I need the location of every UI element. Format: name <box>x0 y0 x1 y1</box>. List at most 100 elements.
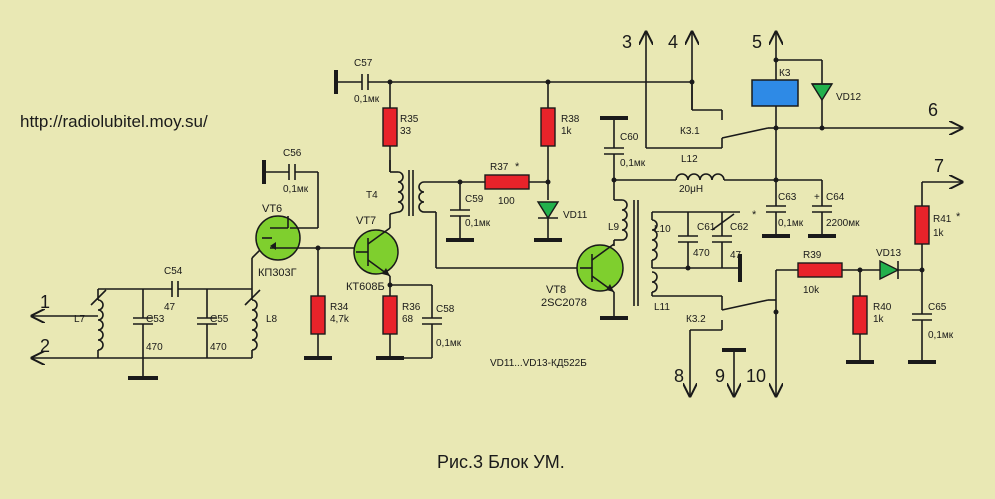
L10-label: L10 <box>654 224 671 235</box>
resistor-R41 <box>914 205 930 245</box>
transistor-VT6 <box>255 215 301 261</box>
terminal-10-label: 10 <box>746 366 766 386</box>
VT8-value: 2SC2078 <box>541 297 587 309</box>
C55-value: 470 <box>210 342 227 353</box>
C62-label: C62 <box>730 222 749 233</box>
terminal-8-label: 8 <box>674 366 684 386</box>
C63-asterisk: * <box>752 209 757 221</box>
inductor-L12 <box>675 173 725 181</box>
R37-asterisk: * <box>515 161 520 173</box>
capacitor-C55 <box>197 289 217 358</box>
VD11-label: VD11 <box>563 210 588 221</box>
C58-value: 0,1мк <box>436 338 462 349</box>
capacitor-C54 <box>171 281 179 297</box>
resistor-R39 <box>797 262 843 278</box>
R36-label: R36 <box>402 302 421 313</box>
transistor-VT8 <box>576 243 624 293</box>
C53-value: 470 <box>146 342 163 353</box>
T4-label: T4 <box>366 190 378 201</box>
resistor-R37 <box>484 174 530 190</box>
K3_2-label: К3.2 <box>686 314 706 325</box>
R35-label: R35 <box>400 114 419 125</box>
terminal-3-label: 3 <box>622 32 632 52</box>
VD13-label: VD13 <box>876 248 901 259</box>
capacitor-C53 <box>133 289 153 378</box>
inductor-L9 <box>621 199 639 306</box>
resistor-R36 <box>382 295 398 335</box>
C59-label: C59 <box>465 194 484 205</box>
figure-caption: Рис.3 Блок УМ. <box>437 452 565 472</box>
R39-value: 10k <box>803 285 820 296</box>
VT7-label: VT7 <box>356 215 376 227</box>
K3_1-label: К3.1 <box>680 126 700 137</box>
L12-label: L12 <box>681 154 698 165</box>
C54-label: C54 <box>164 266 183 277</box>
inductor-L10 <box>651 219 658 261</box>
C55-label: C55 <box>210 314 229 325</box>
resistor-R34 <box>310 295 326 335</box>
VT6-value: КП303Г <box>258 267 297 279</box>
L12-value: 20μH <box>679 184 703 195</box>
VT7-value: КТ608Б <box>346 281 385 293</box>
C54-value: 47 <box>164 302 176 313</box>
terminal-6-label: 6 <box>928 100 938 120</box>
C64-value: 2200мк <box>826 218 860 229</box>
relay-K3 <box>751 79 799 107</box>
diode-note: VD11...VD13-КД522Б <box>490 358 587 369</box>
C65-label: C65 <box>928 302 947 313</box>
resistor-R38 <box>540 107 556 147</box>
R34-label: R34 <box>330 302 349 313</box>
VT6-label: VT6 <box>262 203 282 215</box>
C61-value: 470 <box>693 248 710 259</box>
C57-value: 0,1мк <box>354 94 380 105</box>
L11-label: L11 <box>654 302 670 313</box>
R38-label: R38 <box>561 114 580 125</box>
terminal-5-label: 5 <box>752 32 762 52</box>
R37-label: R37 <box>490 162 509 173</box>
C57-label: C57 <box>354 58 373 69</box>
VD12-label: VD12 <box>836 92 861 103</box>
K3-label: К3 <box>779 68 791 79</box>
C59-value: 0,1мк <box>465 218 491 229</box>
C60-value: 0,1мк <box>620 158 646 169</box>
diode-VD13 <box>879 259 900 281</box>
terminal-1-label: 1 <box>40 292 50 312</box>
C65-value: 0,1мк <box>928 330 954 341</box>
inductor-L11 <box>651 271 658 293</box>
resistor-R35 <box>382 107 398 147</box>
diode-VD11 <box>536 201 560 220</box>
C63-value: 0,1мк <box>778 218 804 229</box>
C64-label: C64 <box>826 192 845 203</box>
terminal-7-label: 7 <box>934 156 944 176</box>
VT8-label: VT8 <box>546 284 566 296</box>
inductor-L7 <box>90 289 107 358</box>
C63-label: C63 <box>778 192 797 203</box>
L7-label: L7 <box>74 314 86 325</box>
L9-label: L9 <box>608 222 620 233</box>
R34-value: 4,7k <box>330 314 350 325</box>
C56-label: C56 <box>283 148 302 159</box>
C56-value: 0,1мк <box>283 184 309 195</box>
R36-value: 68 <box>402 314 414 325</box>
C53-label: C53 <box>146 314 165 325</box>
R35-value: 33 <box>400 126 412 137</box>
R39-label: R39 <box>803 250 822 261</box>
transformer-T4 <box>389 170 425 216</box>
R41-value: 1k <box>933 228 945 239</box>
terminal-2-label: 2 <box>40 336 50 356</box>
C64-plus: + <box>814 192 820 203</box>
inductor-L8 <box>244 289 261 358</box>
L8-label: L8 <box>266 314 278 325</box>
R40-label: R40 <box>873 302 892 313</box>
R41-label: R41 <box>933 214 952 225</box>
R38-value: 1k <box>561 126 573 137</box>
resistor-R40 <box>852 295 868 335</box>
C60-label: C60 <box>620 132 639 143</box>
R41-asterisk: * <box>956 211 961 223</box>
transistor-VT7 <box>353 227 399 277</box>
terminal-4-label: 4 <box>668 32 678 52</box>
diode-VD12 <box>810 83 834 102</box>
terminal-9-label: 9 <box>715 366 725 386</box>
